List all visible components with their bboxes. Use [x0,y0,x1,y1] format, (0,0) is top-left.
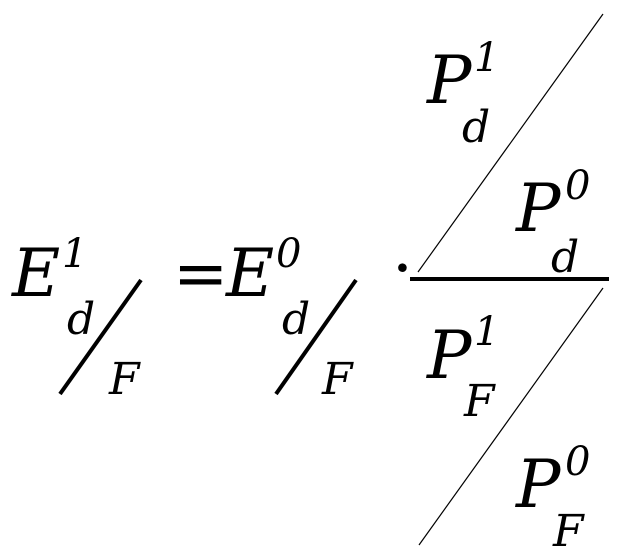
bottom-den-sup: 0 [565,439,591,485]
multiply-dot: · [392,230,413,307]
lhs-den: F [109,354,140,405]
top-den-sub: d [551,232,580,283]
rhs-base: E [226,235,275,312]
top-num-base: P [427,42,472,119]
rhs-slash [274,278,358,396]
top-den-base: P [516,170,561,247]
bottom-den-sub: F [553,506,584,557]
bottom-num-sub: F [464,376,495,427]
rhs-sup: 0 [276,231,302,277]
lhs-sup: 1 [62,231,88,277]
lhs-base: E [12,235,61,312]
top-num-sup: 1 [474,35,500,81]
bottom-num-base: P [427,317,472,394]
bottom-den-base: P [516,446,561,523]
equals-sign: = [173,235,229,312]
top-den-sup: 0 [565,163,591,209]
bottom-num-sup: 1 [474,309,500,355]
bottom-fraction-slash [418,287,604,546]
top-num-sub: d [462,102,491,153]
rhs-num: d [282,294,311,345]
rhs-den: F [322,354,353,405]
lhs-slash [58,278,143,396]
lhs-num: d [67,294,96,345]
top-fraction-slash [417,13,604,273]
